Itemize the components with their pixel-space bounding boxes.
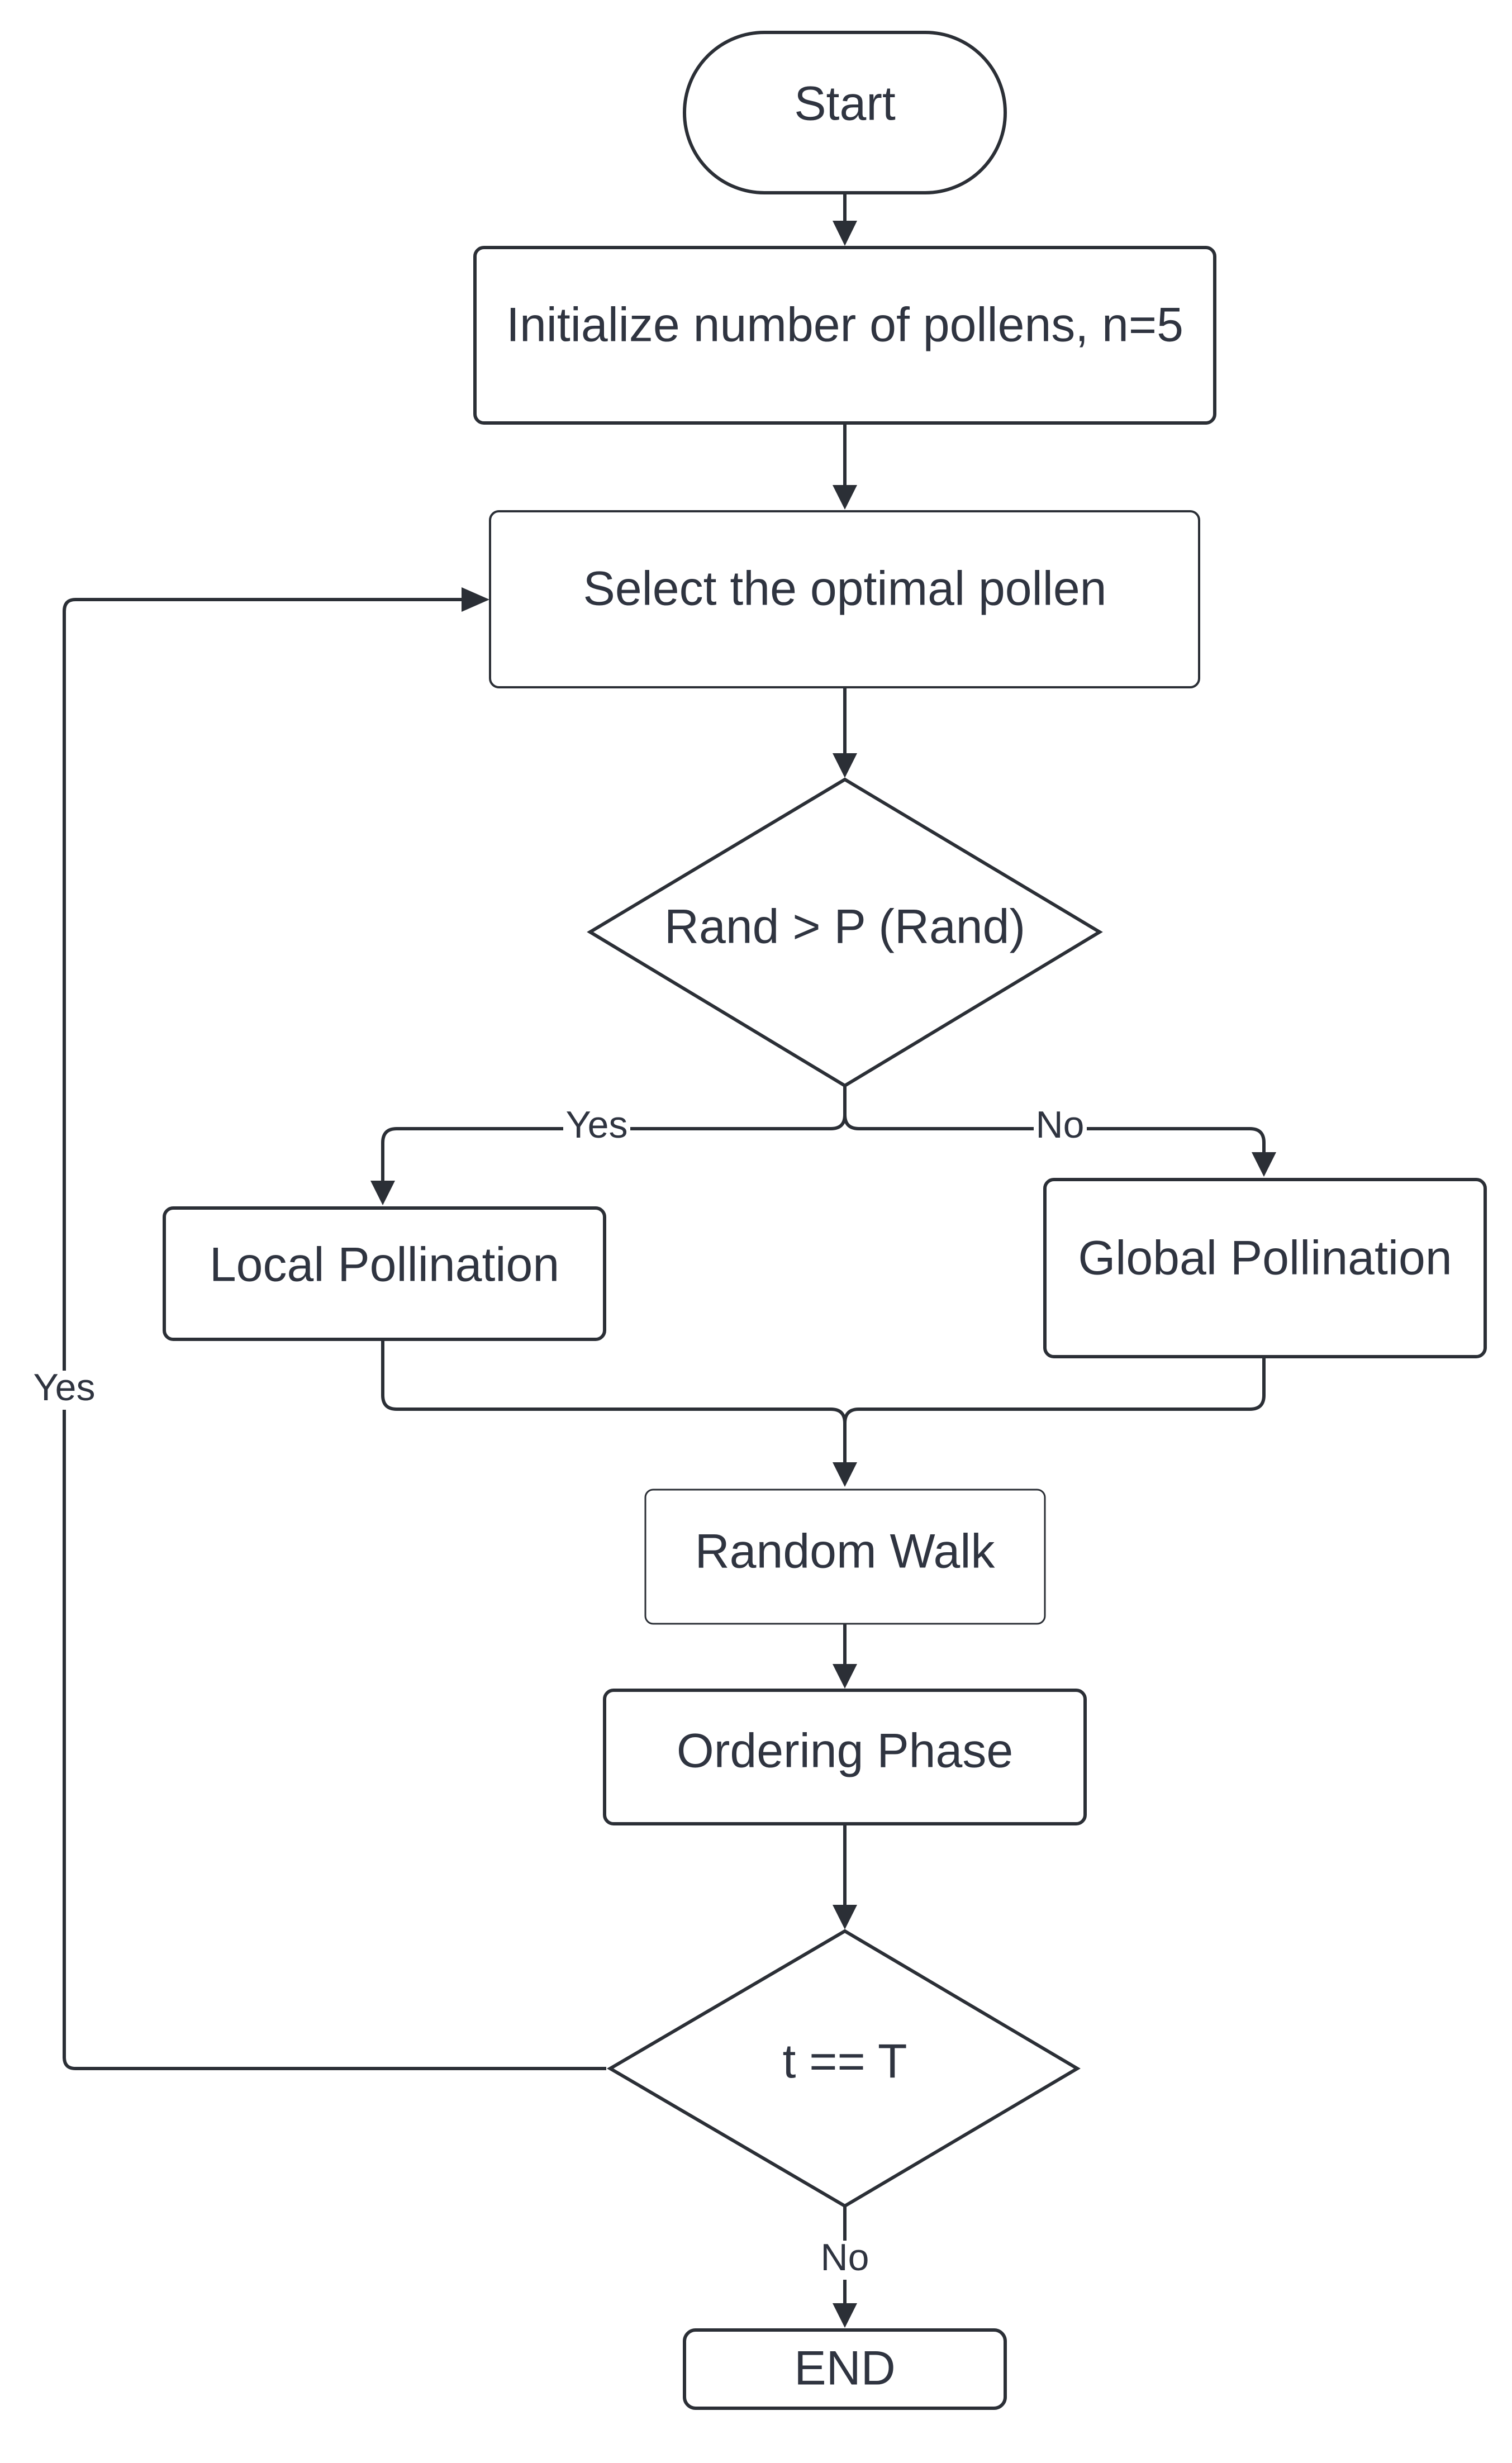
node-local-label: Local Pollination — [210, 1238, 559, 1292]
arrowhead-ordering — [833, 1664, 857, 1689]
edge-label-rand-yes: Yes — [566, 1104, 628, 1146]
node-decision-t: t == T — [607, 1929, 1081, 2208]
node-global-label: Global Pollination — [1078, 1232, 1452, 1285]
arrowhead-local — [370, 1181, 395, 1205]
node-local-pollination: Local Pollination — [163, 1206, 606, 1341]
arrowhead-decision-rand — [833, 753, 857, 778]
edge-labels: Yes No Yes No — [34, 1104, 1087, 2280]
node-start: Start — [683, 31, 1007, 194]
edge-loop-back — [63, 598, 606, 2070]
node-start-label: Start — [794, 77, 896, 131]
arrowhead-global — [1252, 1152, 1276, 1177]
arrowhead-loop — [462, 587, 489, 612]
arrowhead-end — [833, 2303, 857, 2328]
arrowhead-random-walk — [833, 1462, 857, 1487]
node-ordering-phase: Ordering Phase — [603, 1689, 1087, 1825]
node-decision-rand: Rand > P (Rand) — [587, 777, 1103, 1088]
node-end: END — [683, 2328, 1007, 2410]
arrowhead-init — [833, 221, 857, 246]
edge-decision-to-global — [843, 1114, 1266, 1154]
node-random-walk: Random Walk — [644, 1489, 1046, 1625]
node-decision-rand-label: Rand > P (Rand) — [664, 900, 1025, 954]
node-ordering-label: Ordering Phase — [677, 1724, 1013, 1778]
node-random-walk-label: Random Walk — [695, 1525, 996, 1578]
node-initialize: Initialize number of pollens, n=5 — [473, 246, 1216, 425]
node-decision-t-label: t == T — [782, 2035, 907, 2089]
node-initialize-label: Initialize number of pollens, n=5 — [506, 298, 1183, 352]
arrowhead-decision-t — [833, 1905, 857, 1929]
edge-label-rand-no: No — [1036, 1104, 1085, 1146]
edge-global-to-random-walk — [843, 1357, 1266, 1424]
node-global-pollination: Global Pollination — [1043, 1178, 1487, 1358]
arrowhead-select — [833, 485, 857, 510]
nodes: Start Initialize number of pollens, n=5 … — [163, 31, 1487, 2410]
edge-label-loop-yes: Yes — [34, 1366, 96, 1409]
edge-label-end-no: No — [821, 2236, 869, 2279]
node-end-label: END — [794, 2342, 896, 2395]
node-select-label: Select the optimal pollen — [583, 562, 1106, 616]
edge-local-to-random-walk — [381, 1339, 847, 1465]
node-select-optimal-pollen: Select the optimal pollen — [489, 510, 1200, 688]
